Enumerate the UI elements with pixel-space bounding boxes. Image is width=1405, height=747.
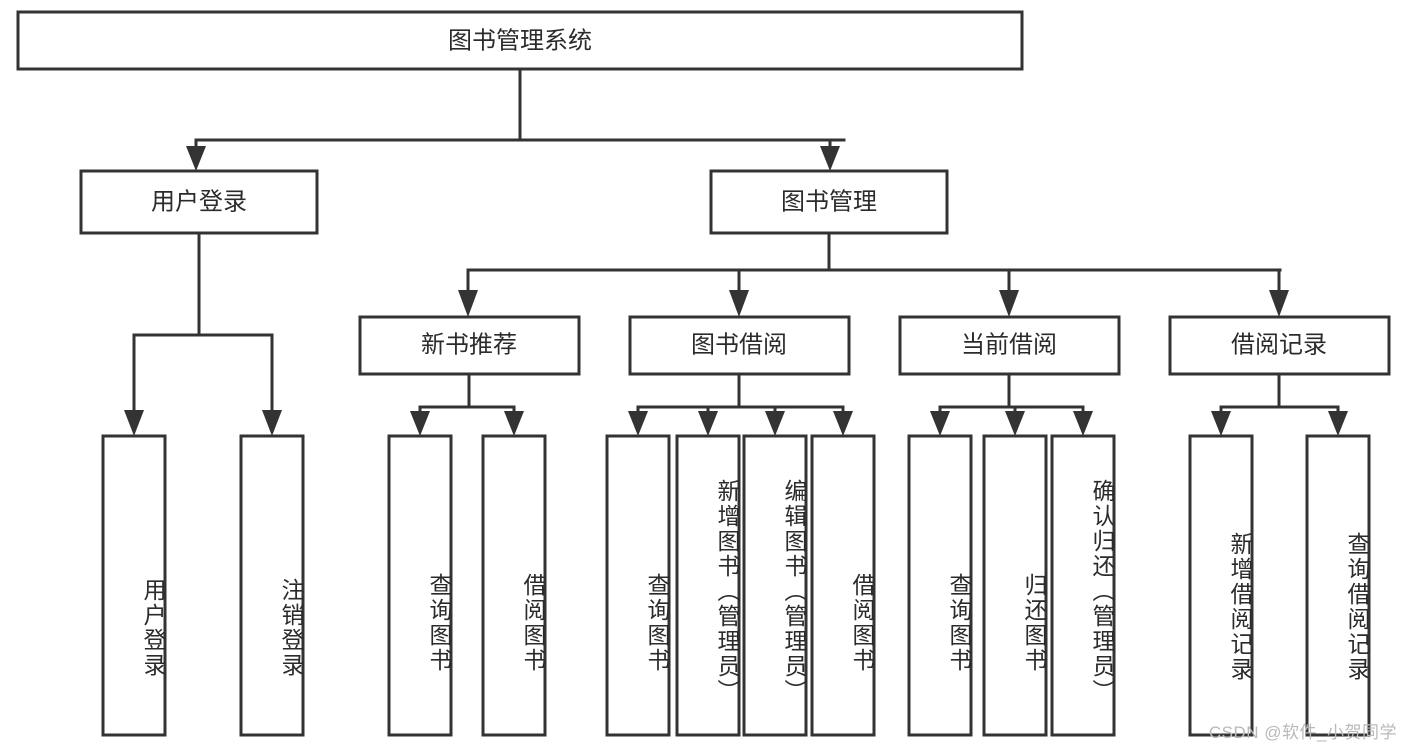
connector-bookmanage-to-level3 xyxy=(458,231,1289,317)
node-current-borrow[interactable]: 当前借阅 xyxy=(898,315,1121,376)
watermark-text: CSDN @软件_小贺同学 xyxy=(1208,723,1397,742)
leaf-user-login-rect[interactable] xyxy=(101,434,167,737)
node-user-login[interactable]: 用户登录 xyxy=(79,169,319,235)
node-new-book-rec[interactable]: 新书推荐 xyxy=(358,315,581,376)
arrow-head-icon xyxy=(628,411,648,436)
leaf-edit-book-rect[interactable] xyxy=(742,434,808,737)
node-book-manage-rect xyxy=(709,169,949,235)
leaf-query-record-rect[interactable] xyxy=(1305,434,1371,737)
arrow-head-icon xyxy=(1269,290,1289,317)
node-borrow-record[interactable]: 借阅记录 xyxy=(1168,315,1391,376)
arrow-head-icon xyxy=(410,411,430,436)
leaf-nodes-group xyxy=(101,434,1371,737)
node-root[interactable]: 图书管理系统 xyxy=(16,10,1024,71)
arrow-head-icon xyxy=(698,411,718,436)
node-current-borrow-label: 当前借阅 xyxy=(961,331,1057,358)
node-user-login-label: 用户登录 xyxy=(151,188,247,215)
connector-userlogin-to-leaves xyxy=(124,231,282,436)
leaf-query-book-3-rect[interactable] xyxy=(907,434,973,737)
node-new-book-rec-label: 新书推荐 xyxy=(421,331,517,358)
arrow-head-icon xyxy=(999,290,1019,317)
arrow-head-icon xyxy=(1328,411,1348,436)
arrow-head-icon xyxy=(186,146,206,171)
node-borrow-record-label: 借阅记录 xyxy=(1231,331,1327,358)
node-root-label: 图书管理系统 xyxy=(448,27,592,54)
arrow-head-icon xyxy=(765,411,785,436)
arrow-head-icon xyxy=(1211,411,1231,436)
arrow-head-icon xyxy=(1005,411,1025,436)
leaf-logout-rect[interactable] xyxy=(239,434,305,737)
connector-currentborrow-to-leaves xyxy=(930,372,1093,436)
leaf-borrow-book-2-rect[interactable] xyxy=(810,434,876,737)
arrow-head-icon xyxy=(729,290,749,317)
connector-borrowrecord-to-leaves xyxy=(1211,372,1348,436)
leaf-add-book-rect[interactable] xyxy=(675,434,741,737)
arrow-head-icon xyxy=(262,410,282,436)
connector-root-to-level2 xyxy=(186,67,846,171)
node-book-borrow-label: 图书借阅 xyxy=(691,331,787,358)
node-borrow-record-rect xyxy=(1168,315,1391,376)
arrow-head-icon xyxy=(504,411,524,436)
node-book-manage[interactable]: 图书管理 xyxy=(709,169,949,235)
node-root-rect xyxy=(16,10,1024,71)
connector-bookborrow-to-leaves xyxy=(628,372,853,436)
leaf-add-record-rect[interactable] xyxy=(1188,434,1254,737)
node-new-book-rec-rect xyxy=(358,315,581,376)
connector-newbookrec-to-leaves xyxy=(410,372,524,436)
leaf-query-book-1-rect[interactable] xyxy=(387,434,453,737)
node-current-borrow-rect xyxy=(898,315,1121,376)
arrow-head-icon xyxy=(124,410,144,436)
arrow-head-icon xyxy=(833,411,853,436)
arrow-head-icon xyxy=(458,290,478,317)
node-book-borrow-rect xyxy=(628,315,851,376)
arrow-head-icon xyxy=(820,146,840,171)
node-book-borrow[interactable]: 图书借阅 xyxy=(628,315,851,376)
leaf-borrow-book-1-rect[interactable] xyxy=(481,434,547,737)
arrow-head-icon xyxy=(1073,411,1093,436)
leaf-return-book-rect[interactable] xyxy=(982,434,1048,737)
leaf-confirm-return-rect[interactable] xyxy=(1050,434,1116,737)
leaf-query-book-2-rect[interactable] xyxy=(605,434,671,737)
arrow-head-icon xyxy=(930,411,950,436)
node-book-manage-label: 图书管理 xyxy=(781,188,877,215)
